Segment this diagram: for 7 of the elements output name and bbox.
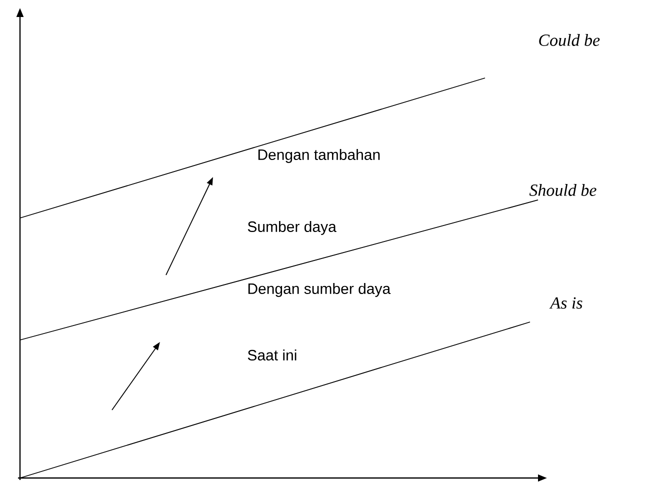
text-label: Sumber daya [248,221,336,235]
text-label: Dengan sumber daya [248,283,391,297]
text-label: Dengan tambahan [258,149,380,163]
text-label: Saat ini [248,350,296,360]
text-label: Should be [529,184,596,196]
text-label: As is [549,297,582,309]
text-label: Could be [539,34,600,46]
